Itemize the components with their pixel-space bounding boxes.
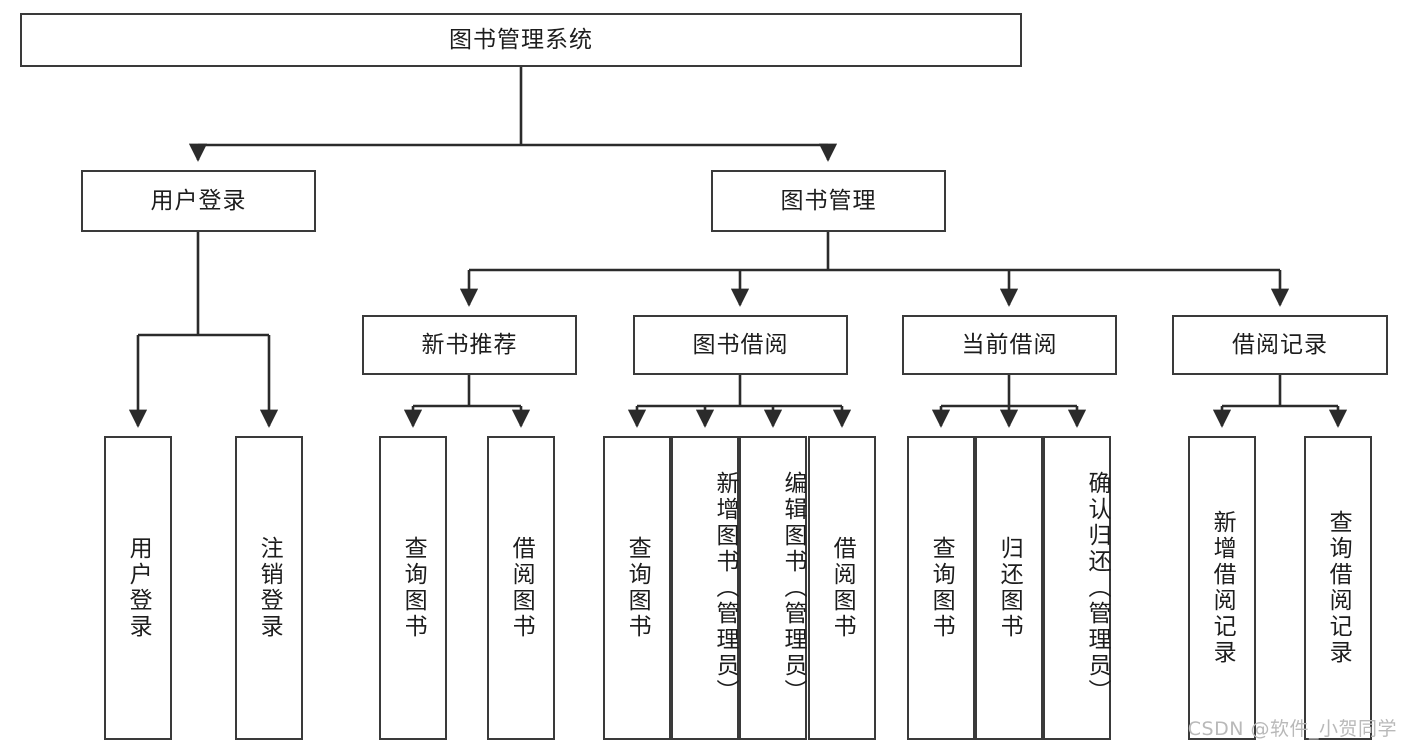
node-leaf-edit-book[interactable]: 编辑图书（管理员） bbox=[739, 436, 807, 740]
node-leaf-user-login[interactable]: 用户登录 bbox=[104, 436, 172, 740]
node-leaf-query-book-3[interactable]: 查询图书 bbox=[907, 436, 975, 740]
node-leaf-logout-login[interactable]: 注销登录 bbox=[235, 436, 303, 740]
node-leaf-logout-login-label: 注销登录 bbox=[256, 536, 283, 640]
node-leaf-query-book-1-label: 查询图书 bbox=[400, 536, 427, 640]
node-new-book-recommend-label: 新书推荐 bbox=[421, 331, 518, 358]
node-user-login-label: 用户登录 bbox=[150, 187, 247, 214]
node-leaf-query-book-2[interactable]: 查询图书 bbox=[603, 436, 671, 740]
node-leaf-add-record[interactable]: 新增借阅记录 bbox=[1188, 436, 1256, 740]
node-leaf-confirm-return[interactable]: 确认归还（管理员） bbox=[1043, 436, 1111, 740]
node-leaf-user-login-label: 用户登录 bbox=[125, 536, 152, 640]
node-leaf-query-book-2-label: 查询图书 bbox=[624, 536, 651, 640]
node-leaf-borrow-book-1[interactable]: 借阅图书 bbox=[487, 436, 555, 740]
node-leaf-query-book-3-label: 查询图书 bbox=[928, 536, 955, 640]
node-book-borrow[interactable]: 图书借阅 bbox=[633, 315, 848, 375]
node-leaf-return-book[interactable]: 归还图书 bbox=[975, 436, 1043, 740]
node-root-system-label: 图书管理系统 bbox=[449, 26, 593, 53]
node-borrow-record[interactable]: 借阅记录 bbox=[1172, 315, 1388, 375]
node-book-borrow-label: 图书借阅 bbox=[692, 331, 789, 358]
node-leaf-borrow-book-2[interactable]: 借阅图书 bbox=[808, 436, 876, 740]
node-new-book-recommend[interactable]: 新书推荐 bbox=[362, 315, 577, 375]
node-leaf-add-book-label: 新增图书（管理员） bbox=[712, 471, 738, 705]
node-root-system[interactable]: 图书管理系统 bbox=[20, 13, 1022, 67]
node-user-login[interactable]: 用户登录 bbox=[81, 170, 316, 232]
node-book-manage[interactable]: 图书管理 bbox=[711, 170, 946, 232]
node-leaf-query-record-label: 查询借阅记录 bbox=[1325, 510, 1352, 666]
csdn-watermark: CSDN @软件_小贺同学 bbox=[1187, 718, 1397, 740]
node-leaf-confirm-return-label: 确认归还（管理员） bbox=[1084, 471, 1110, 705]
node-leaf-borrow-book-1-label: 借阅图书 bbox=[508, 536, 535, 640]
node-leaf-add-book[interactable]: 新增图书（管理员） bbox=[671, 436, 739, 740]
node-borrow-record-label: 借阅记录 bbox=[1232, 331, 1328, 358]
node-leaf-query-book-1[interactable]: 查询图书 bbox=[379, 436, 447, 740]
node-leaf-return-book-label: 归还图书 bbox=[996, 536, 1023, 640]
node-current-borrow[interactable]: 当前借阅 bbox=[902, 315, 1117, 375]
node-leaf-add-record-label: 新增借阅记录 bbox=[1209, 510, 1236, 666]
node-current-borrow-label: 当前借阅 bbox=[961, 331, 1058, 358]
node-book-manage-label: 图书管理 bbox=[780, 187, 877, 214]
node-leaf-borrow-book-2-label: 借阅图书 bbox=[829, 536, 856, 640]
node-leaf-edit-book-label: 编辑图书（管理员） bbox=[780, 471, 806, 705]
node-leaf-query-record[interactable]: 查询借阅记录 bbox=[1304, 436, 1372, 740]
